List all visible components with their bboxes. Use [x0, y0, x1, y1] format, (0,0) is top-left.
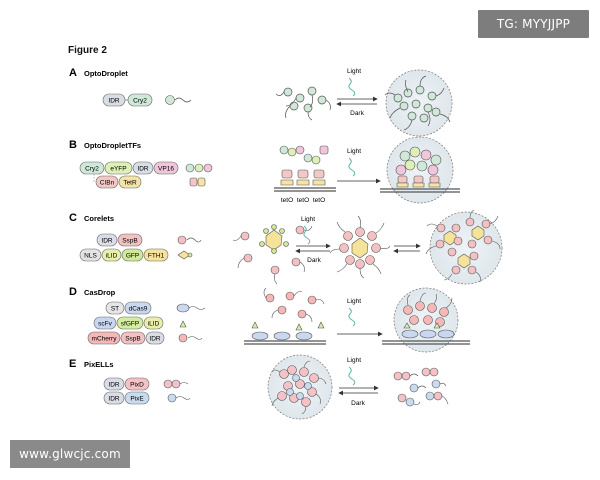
construct-row: CIBn TetR: [95, 175, 142, 189]
protein-icon: [185, 163, 213, 187]
arrow-label-top: Light: [347, 148, 361, 155]
panel-letter: B: [69, 139, 77, 151]
panel-title: CasDrop: [84, 288, 116, 297]
domain-label: Cry2: [85, 166, 99, 173]
droplet: [267, 354, 333, 420]
domain-label: SspB: [122, 238, 138, 245]
site-label: tetO: [297, 197, 309, 204]
equilibrium-arrow: [393, 243, 421, 254]
domain-label: IDR: [149, 336, 161, 343]
corelet: [329, 215, 391, 279]
domain-label: PixD: [130, 382, 144, 389]
reversible-arrow: Light Dark: [295, 216, 331, 264]
watermark-url: www.glwcjc.com: [10, 440, 130, 468]
construct-row: scFv sfGFP iLID: [93, 316, 164, 330]
protein-icon: [163, 379, 191, 403]
construct-row: IDR Cry2: [102, 93, 153, 107]
panel-e: E PixELLs IDR PixD IDR PixE: [69, 354, 449, 420]
construct-row: mCherry SspB IDR: [87, 331, 165, 345]
panel-title: OptoDroplet: [84, 69, 128, 78]
construct-row: IDR SspB: [96, 233, 143, 247]
dna-scene-left: [251, 287, 325, 341]
panel-title: PixELLs: [84, 360, 114, 369]
dispersed-proteins: [275, 86, 331, 121]
domain-label: eYFP: [110, 166, 126, 173]
panel-letter: C: [69, 212, 77, 224]
construct-row: IDR PixD: [103, 377, 150, 391]
panel-letter: D: [69, 286, 77, 298]
site-label: tetO: [313, 197, 325, 204]
domain-label: IDR: [101, 238, 113, 245]
construct-row: ST dCas9: [105, 301, 152, 315]
panel-title: Corelets: [84, 214, 114, 223]
domain-label: ST: [111, 306, 119, 313]
core-dispersed: [232, 224, 313, 285]
site-label: tetO: [281, 197, 293, 204]
reversible-arrow: Light Dark: [338, 357, 379, 407]
domain-label: dCas9: [129, 306, 148, 313]
domain-label: sfGFP: [121, 321, 139, 328]
dispersed-proteins: [393, 367, 449, 407]
droplet: [380, 136, 460, 204]
protein-icon: [177, 235, 202, 260]
dna-left: tetO tetO tetO: [274, 145, 336, 204]
domain-label: scFv: [98, 321, 112, 328]
panel-title: OptoDropletTFs: [84, 141, 141, 150]
panel-b: B OptoDropletTFs Cry2 eYFP IDR VP16 CIBn…: [69, 136, 460, 204]
domain-label: PixE: [130, 396, 144, 403]
panel-letter: E: [69, 358, 76, 370]
forward-arrow: Light: [337, 148, 381, 184]
domain-label: NLS: [84, 253, 97, 260]
domain-label: iLID: [106, 253, 118, 260]
domain-label: GFP: [126, 253, 139, 260]
forward-arrow: Light: [337, 298, 383, 337]
construct-row: NLS iLID GFP FTH1: [79, 248, 169, 262]
domain-label: IDR: [108, 396, 120, 403]
construct-row: Cry2 eYFP IDR VP16: [79, 161, 179, 175]
domain-label: IDR: [108, 382, 120, 389]
droplet: [384, 69, 453, 137]
panel-a: A OptoDroplet IDR Cry2 Light Dark: [69, 67, 453, 137]
arrow-label-top: Light: [347, 357, 361, 364]
protein-icon: [165, 95, 192, 105]
domain-label: Cry2: [133, 98, 147, 105]
domain-label: CIBn: [100, 180, 115, 187]
domain-label: SspB: [125, 336, 141, 343]
figure-title: Figure 2: [68, 45, 107, 56]
panel-c: C Corelets IDR SspB NLS iLID GFP FTH1: [69, 209, 503, 285]
domain-label: VP16: [158, 166, 174, 173]
droplet: [382, 287, 470, 353]
arrow-label-top: Light: [301, 216, 315, 223]
domain-label: FTH1: [148, 253, 165, 260]
arrow-label-bottom: Dark: [351, 400, 365, 407]
reversible-arrow: Light Dark: [336, 68, 378, 117]
domain-label: TetR: [123, 180, 137, 187]
domain-label: IDR: [137, 166, 149, 173]
droplet: [425, 209, 503, 285]
arrow-label-bottom: Dark: [350, 110, 364, 117]
construct-row: IDR PixE: [103, 391, 150, 405]
arrow-label-top: Light: [347, 68, 361, 75]
watermark-tg: TG: MYYJJPP: [478, 10, 589, 38]
arrow-label-bottom: Dark: [307, 257, 321, 264]
domain-label: mCherry: [92, 336, 118, 343]
arrow-label-top: Light: [347, 298, 361, 305]
domain-label: iLID: [148, 321, 160, 328]
protein-icon: [176, 303, 206, 343]
panel-d: D CasDrop ST dCas9 scFv sfGFP iLID mCher…: [69, 286, 470, 353]
domain-label: IDR: [108, 98, 120, 105]
panel-letter: A: [69, 67, 77, 79]
